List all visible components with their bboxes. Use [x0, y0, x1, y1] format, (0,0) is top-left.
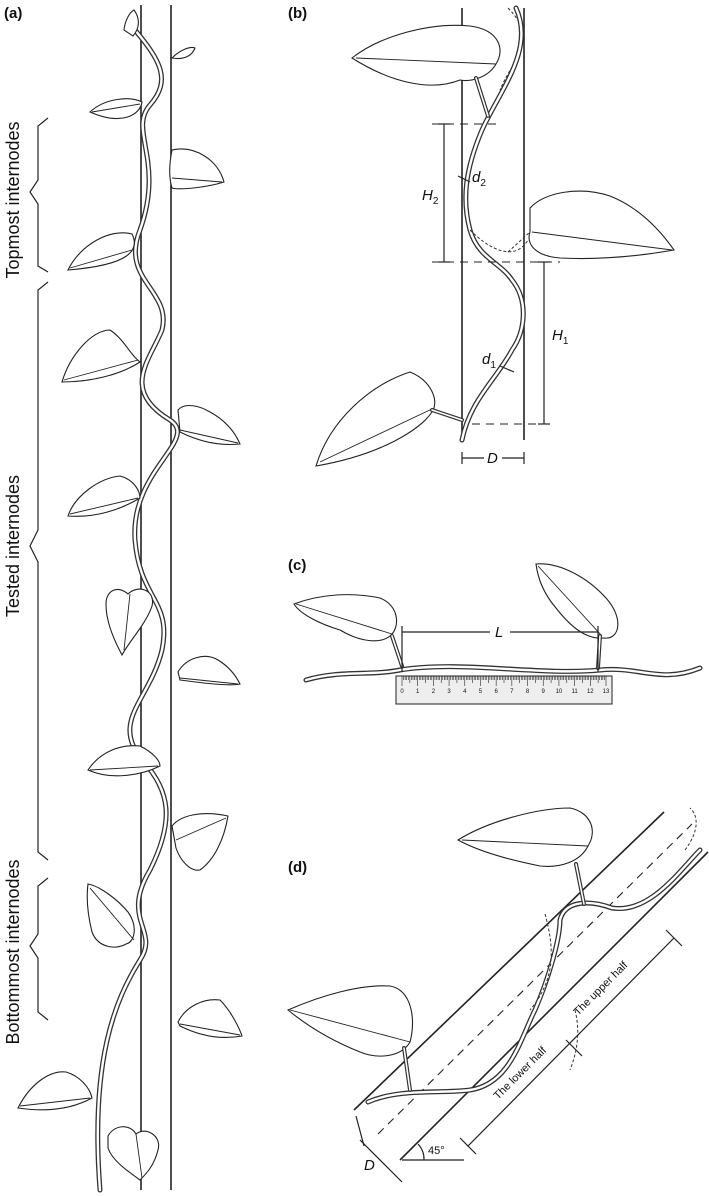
ruler-tick-label: 10 — [556, 689, 563, 695]
ruler-tick-label: 12 — [587, 689, 594, 695]
label-H2: H2 — [422, 187, 439, 207]
panel-a-label: (a) — [4, 5, 22, 22]
panel-b: (b) — [288, 5, 675, 467]
leaf-icon — [123, 9, 139, 37]
leaf-icon — [86, 883, 135, 948]
leaf-icon — [507, 190, 675, 260]
label-bottommost: Bottommost internodes — [3, 859, 23, 1044]
leaf-icon — [177, 404, 241, 446]
leaf-icon — [61, 329, 141, 383]
leaf-icon — [351, 24, 501, 118]
label-topmost: Topmost internodes — [3, 121, 23, 278]
ruler-tick-label: 0 — [400, 689, 404, 695]
brace-bottommost — [29, 877, 49, 1021]
leaf-icon — [286, 985, 413, 1092]
panel-c-label: (c) — [288, 557, 306, 574]
ruler-tick-label: 6 — [494, 689, 498, 695]
ruler-tick-label: 13 — [603, 689, 610, 695]
leaf-icon — [170, 46, 196, 60]
label-D: D — [364, 1157, 375, 1174]
ruler-tick-label: 9 — [542, 689, 546, 695]
leaf-icon — [89, 98, 143, 120]
leaf-icon — [67, 475, 141, 517]
ruler-tick-label: 3 — [447, 689, 451, 695]
leaf-icon — [177, 655, 241, 686]
panel-b-label: (b) — [288, 5, 307, 22]
panel-d: (d) The lower half The upper half — [286, 807, 709, 1183]
label-angle: 45° — [428, 1145, 445, 1157]
leaf-icon — [107, 1126, 160, 1181]
ruler-tick-label: 1 — [416, 689, 420, 695]
ruler-tick-label: 5 — [479, 689, 483, 695]
brace-tested — [29, 281, 49, 861]
leaf-icon — [105, 588, 154, 657]
label-tested: Tested internodes — [3, 475, 23, 617]
ruler-tick-label: 7 — [510, 689, 514, 695]
label-D: D — [487, 450, 498, 467]
leaf-icon — [169, 148, 225, 190]
leaf-icon — [87, 745, 161, 777]
ruler-tick-label: 4 — [463, 689, 467, 695]
label-d1: d1 — [482, 351, 496, 371]
label-H1: H1 — [552, 327, 569, 347]
support-pole-right — [399, 851, 709, 1161]
brace-topmost — [29, 117, 49, 273]
label-d2: d2 — [472, 169, 486, 189]
leaf-icon — [177, 999, 243, 1039]
leaf-icon — [67, 232, 135, 271]
panel-d-label: (d) — [288, 859, 307, 876]
leaf-icon — [315, 371, 464, 467]
panel-a: (a) — [3, 5, 243, 1193]
leaf-icon — [293, 594, 404, 668]
leaf-icon — [17, 1071, 93, 1111]
label-upper-half: The upper half — [572, 959, 631, 1018]
ruler-tick-label: 11 — [571, 689, 578, 695]
label-L: L — [495, 624, 503, 641]
ruler-tick-label: 2 — [432, 689, 436, 695]
leaf-icon — [535, 563, 619, 670]
ruler-tick-label: 8 — [526, 689, 530, 695]
leaf-icon — [456, 807, 593, 906]
leaf-icon — [171, 813, 229, 871]
